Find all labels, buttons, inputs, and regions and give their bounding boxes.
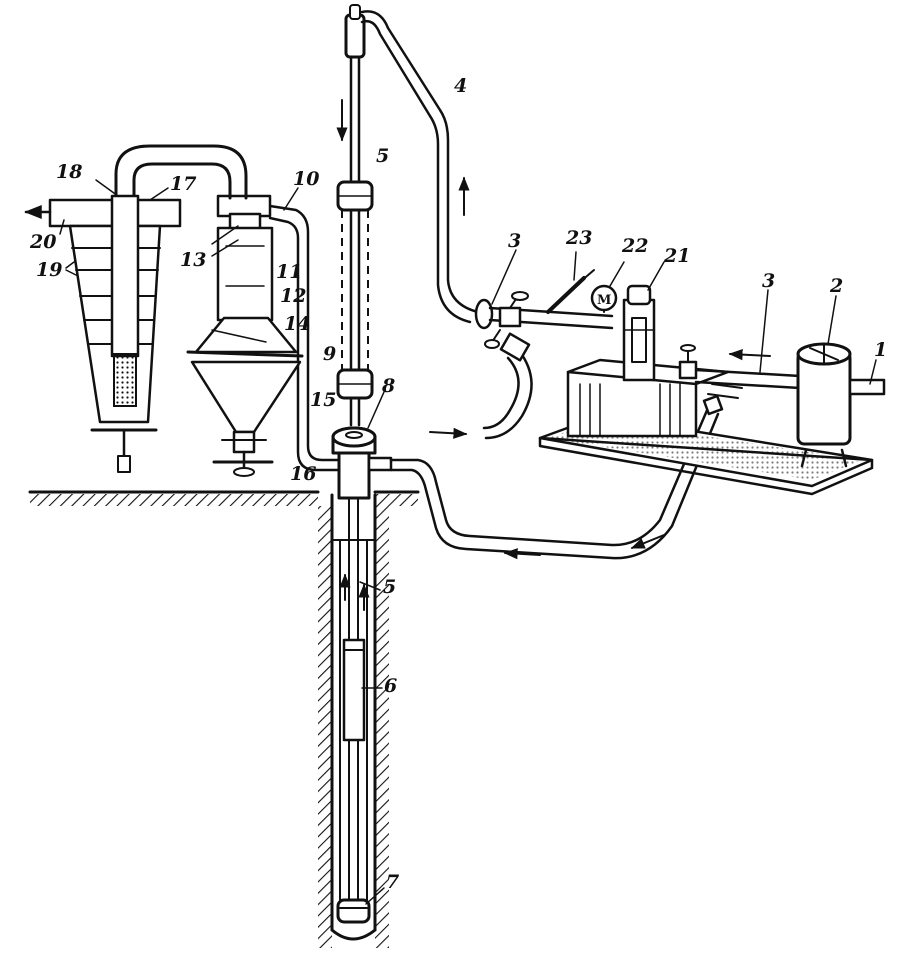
- discharge-line: [268, 204, 341, 472]
- label-23: 23: [565, 227, 592, 249]
- pump-skid: [538, 284, 874, 496]
- wellhead: [331, 426, 393, 500]
- air-hose: [360, 10, 480, 324]
- label-6: 6: [384, 675, 397, 697]
- label-10: 10: [293, 168, 319, 190]
- compressor-tank-icon: [796, 342, 886, 468]
- ground-surface: [28, 490, 420, 506]
- label-20: 20: [29, 231, 56, 253]
- callout-leaders: [59, 179, 877, 905]
- label-7: 7: [386, 871, 399, 893]
- label-18: 18: [56, 161, 82, 183]
- label-5-well: 5: [383, 576, 396, 598]
- label-22: 22: [621, 235, 648, 257]
- borehole: [318, 469, 389, 948]
- label-1: 1: [874, 339, 887, 361]
- vertical-pipe-mast: [336, 4, 374, 427]
- label-16: 16: [290, 463, 316, 485]
- label-21: 21: [663, 245, 690, 267]
- cyclone-separator-icon: [186, 194, 304, 477]
- supply-line: [694, 349, 802, 399]
- pressure-gauge-icon: [590, 284, 618, 312]
- number-labels: 1 2 3 3 4 5 5 6 7 8 9 10 11 12 13 14 15 …: [29, 75, 887, 893]
- bag-filter-icon: [24, 144, 248, 473]
- label-3-line: 3: [762, 270, 775, 292]
- outlet-hose: [429, 350, 533, 440]
- label-15: 15: [310, 389, 336, 411]
- valve-icon: [498, 306, 522, 328]
- label-19: 19: [36, 259, 62, 281]
- label-14: 14: [284, 313, 310, 335]
- label-17: 17: [170, 173, 196, 195]
- gauge-letter: M: [597, 293, 611, 308]
- label-2: 2: [829, 275, 843, 297]
- label-3-valve: 3: [508, 230, 521, 252]
- label-13: 13: [180, 249, 206, 271]
- label-4: 4: [454, 75, 467, 97]
- label-5-top: 5: [376, 145, 389, 167]
- label-12: 12: [280, 285, 306, 307]
- label-11: 11: [276, 261, 302, 283]
- label-9: 9: [323, 343, 336, 365]
- label-8: 8: [381, 375, 395, 397]
- return-hose: [389, 406, 720, 560]
- manifold: M: [474, 269, 618, 362]
